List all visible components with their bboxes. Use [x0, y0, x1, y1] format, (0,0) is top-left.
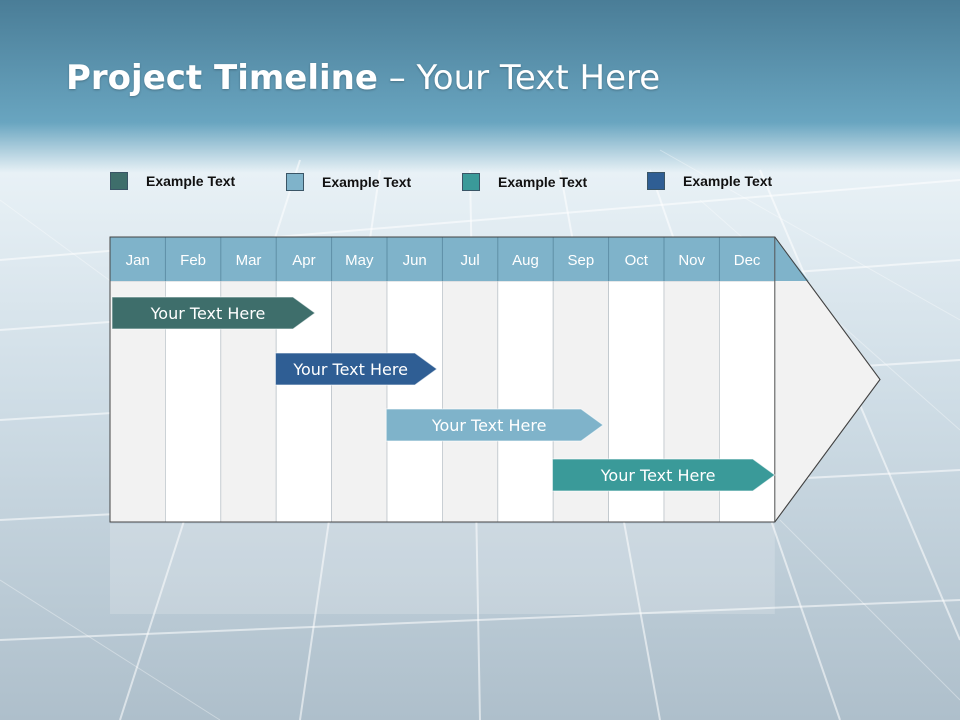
task-bar-label: Your Text Here	[150, 304, 266, 323]
legend-label: Example Text	[498, 174, 588, 190]
month-label: Nov	[678, 252, 705, 269]
month-column	[441, 280, 499, 523]
month-label: Oct	[625, 252, 649, 269]
legend-swatch	[647, 172, 665, 190]
legend-label: Example Text	[683, 173, 773, 189]
timeline-reflection	[110, 524, 775, 614]
task-bar	[385, 408, 604, 442]
month-label: Jul	[461, 252, 480, 269]
month-column	[386, 280, 443, 523]
legend-swatch	[462, 173, 480, 191]
month-label: Feb	[180, 252, 206, 269]
legend-swatch	[286, 173, 304, 191]
task-bar	[551, 458, 776, 492]
month-label: Jun	[403, 252, 427, 269]
month-label: Apr	[292, 252, 315, 269]
task-bar-label: Your Text Here	[292, 360, 408, 379]
legend-swatch	[110, 172, 128, 190]
month-label: Mar	[236, 252, 262, 269]
task-bar-label: Your Text Here	[600, 466, 716, 485]
month-label: Aug	[512, 252, 539, 269]
month-label: Sep	[568, 252, 595, 269]
legend-label: Example Text	[146, 173, 236, 189]
month-label: May	[345, 252, 374, 269]
title-bold-part: Project Timeline	[66, 58, 378, 98]
task-bar	[274, 352, 438, 386]
month-label: Jan	[126, 252, 150, 269]
task-bar-label: Your Text Here	[431, 416, 547, 435]
month-header-band	[110, 237, 809, 281]
month-column	[497, 280, 554, 523]
timeline-arrow-outline	[109, 236, 881, 523]
month-label: Dec	[734, 252, 761, 269]
legend-label: Example Text	[322, 174, 412, 190]
task-bar	[111, 296, 316, 330]
title-rest-part: – Your Text Here	[377, 58, 661, 98]
page-title: Project Timeline – Your Text Here	[66, 58, 660, 98]
month-column	[331, 280, 388, 523]
